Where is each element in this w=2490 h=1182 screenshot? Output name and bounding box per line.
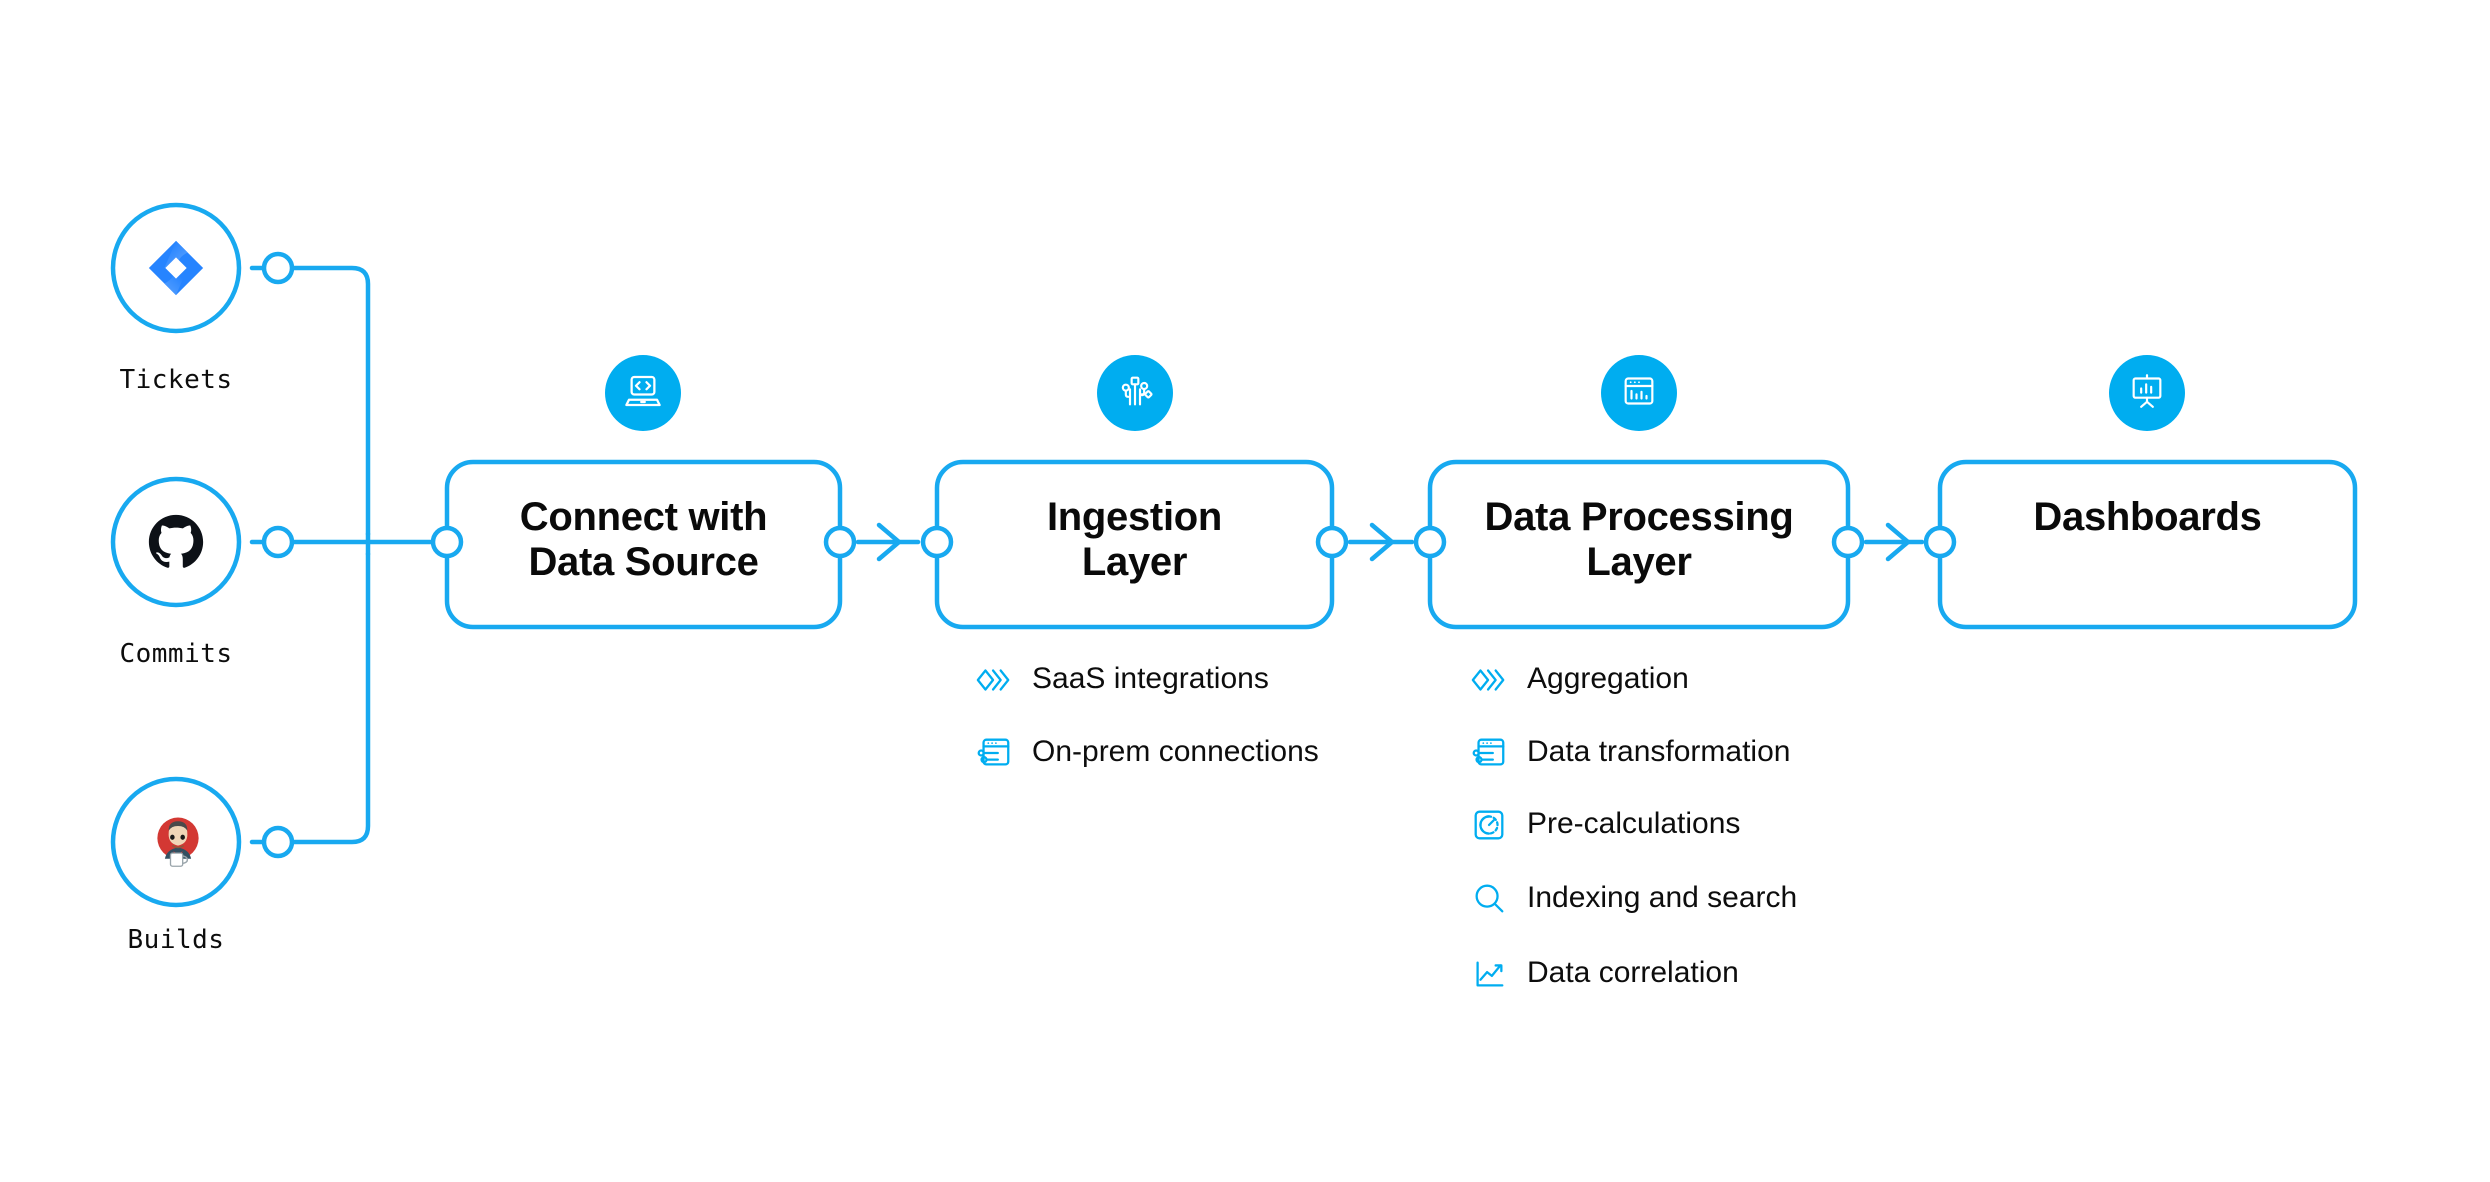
arrowhead-2 <box>1369 522 1395 562</box>
port-processing-left <box>1413 525 1447 559</box>
stage-box-dashboards <box>1937 459 2358 630</box>
stage-title-dashboards: Dashboards <box>1940 495 2355 540</box>
gauge-square-icon <box>1470 806 1508 844</box>
stage-title-connect-line1: Connect with <box>519 495 768 539</box>
server-sliders-icon <box>975 734 1013 772</box>
badge-processing <box>1601 355 1677 431</box>
circuit-nodes-icon <box>1115 371 1155 416</box>
feature-label-saas-integrations: SaaS integrations <box>1032 662 1269 695</box>
port-connect-right <box>823 525 857 559</box>
stage-title-dashboards-line1: Dashboards <box>2033 495 2262 539</box>
presentation-chart-icon <box>2127 371 2167 416</box>
source-ring-tickets <box>110 202 242 334</box>
feature-label-data-correlation: Data correlation <box>1527 956 1739 989</box>
stage-title-connect: Connect with Data Source <box>447 495 840 585</box>
stage-title-connect-line2: Data Source <box>528 539 759 584</box>
arrowhead-1 <box>876 522 902 562</box>
port-commits <box>261 525 295 559</box>
jenkins-icon <box>144 806 212 874</box>
layers-chevron-icon <box>1470 661 1508 699</box>
server-sliders-icon <box>1470 734 1508 772</box>
port-builds <box>261 825 295 859</box>
feature-label-aggregation: Aggregation <box>1527 662 1689 695</box>
source-label-tickets: Tickets <box>119 365 233 395</box>
source-ring-commits <box>110 476 242 608</box>
search-icon <box>1470 880 1508 918</box>
stage-title-processing-line1: Data Processing <box>1484 495 1794 539</box>
source-label-builds: Builds <box>127 925 225 955</box>
jira-icon <box>142 234 210 302</box>
stage-title-processing-line2: Layer <box>1586 539 1692 584</box>
laptop-code-icon <box>622 370 664 417</box>
source-label-commits: Commits <box>119 639 233 669</box>
window-bars-icon <box>1619 371 1659 416</box>
layers-chevron-icon <box>975 661 1013 699</box>
stage-title-ingestion-line2: Layer <box>1081 539 1188 584</box>
feature-label-data-transformation: Data transformation <box>1527 735 1791 768</box>
stage-title-ingestion-line1: Ingestion <box>1046 495 1223 539</box>
port-ingestion-left <box>920 525 954 559</box>
stage-title-ingestion: Ingestion Layer <box>937 495 1332 585</box>
wire-tickets <box>249 265 371 537</box>
arrowhead-3 <box>1885 522 1911 562</box>
port-dashboards-left <box>1923 525 1957 559</box>
line-chart-icon <box>1470 955 1508 993</box>
port-ingestion-right <box>1315 525 1349 559</box>
feature-label-on-prem-connections: On-prem connections <box>1032 735 1319 768</box>
feature-label-pre-calculations: Pre-calculations <box>1527 807 1741 840</box>
badge-connect <box>605 355 681 431</box>
port-tickets <box>261 251 295 285</box>
port-connect-left <box>430 525 464 559</box>
wire-builds <box>249 551 371 845</box>
feature-label-indexing-and-search: Indexing and search <box>1527 881 1798 914</box>
github-icon <box>142 508 210 576</box>
badge-dashboards <box>2109 355 2185 431</box>
port-processing-right <box>1831 525 1865 559</box>
source-ring-builds <box>110 776 242 908</box>
badge-ingestion <box>1097 355 1173 431</box>
stage-title-processing: Data Processing Layer <box>1430 495 1848 585</box>
